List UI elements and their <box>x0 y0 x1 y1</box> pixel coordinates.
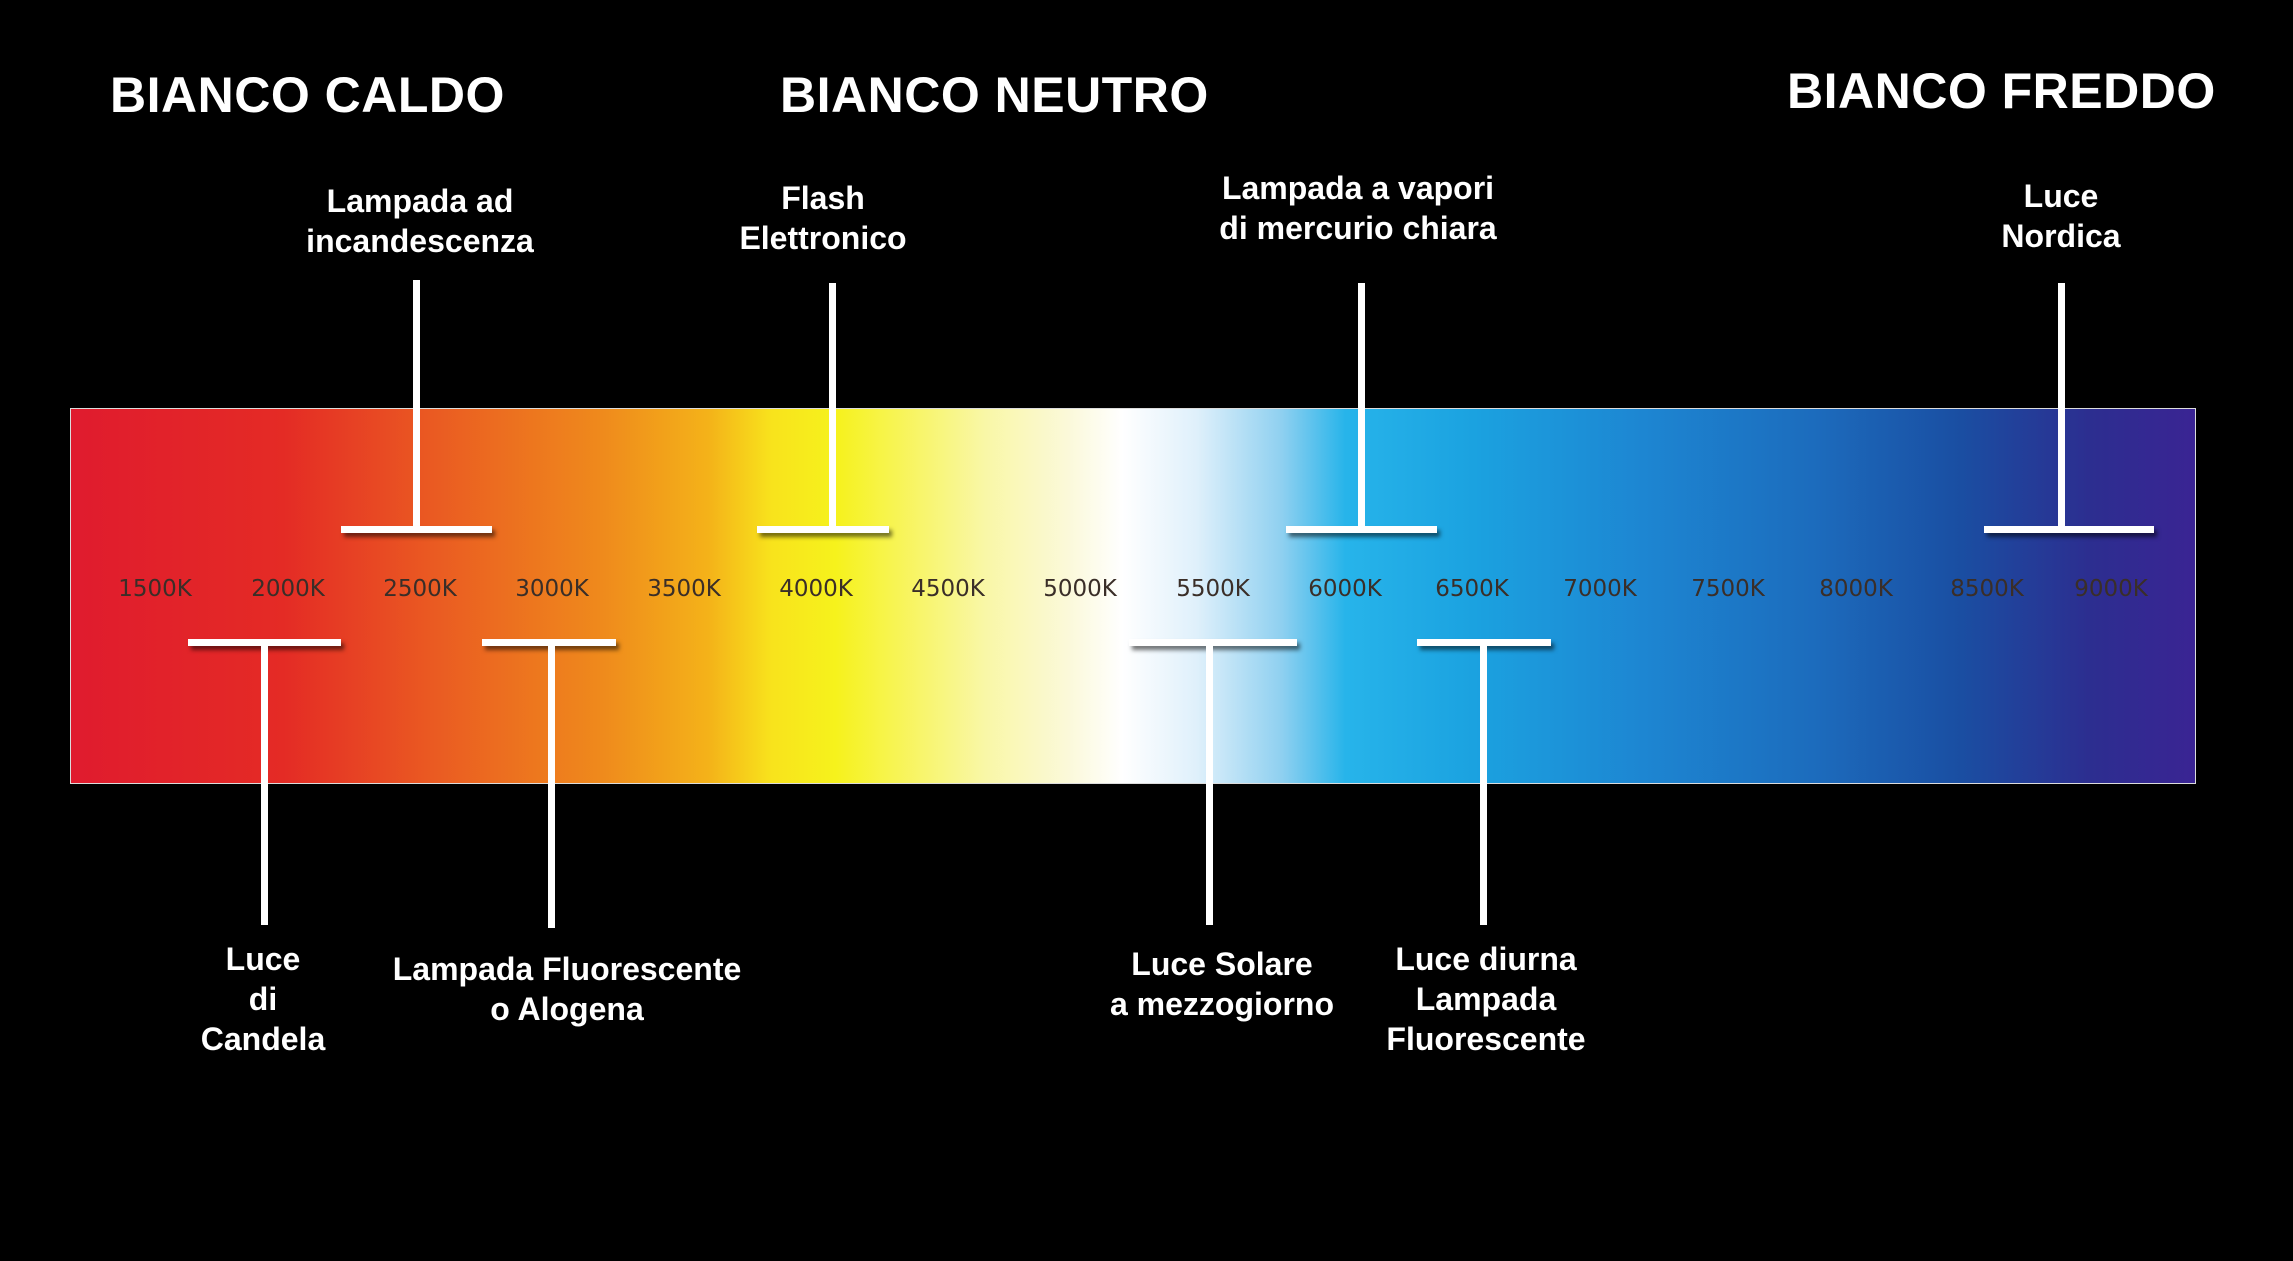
marker-electronic-flash-bar <box>757 526 889 533</box>
tick-label: 7000K <box>1563 576 1637 602</box>
label-mercury-vapor-lamp: Lampada a vapori di mercurio chiara <box>1219 170 1497 246</box>
marker-candle-stem <box>261 639 268 925</box>
marker-mercury-vapor-lamp-bar <box>1286 526 1437 533</box>
marker-incandescent-bar <box>341 526 492 533</box>
tick-label: 8500K <box>1950 576 2024 602</box>
tick-label: 3500K <box>647 576 721 602</box>
label-noon-sunlight: Luce Solare a mezzogiorno <box>1109 946 1335 1022</box>
label-electronic-flash: Flash Elettronico <box>739 180 907 256</box>
category-warm-white: BIANCO CALDO <box>110 67 505 123</box>
tick-label: 4500K <box>911 576 985 602</box>
marker-daylight-fluorescent-stem <box>1480 639 1487 925</box>
tick-label: 3000K <box>515 576 589 602</box>
tick-label: 7500K <box>1691 576 1765 602</box>
marker-mercury-vapor-lamp-stem <box>1358 283 1365 526</box>
tick-label: 1500K <box>118 576 192 602</box>
label-daylight-fluorescent-lamp: Luce diurna Lampada Fluorescente <box>1386 941 1586 1057</box>
color-temperature-spectrum-bar <box>70 408 2196 784</box>
marker-nordic-light-stem <box>2058 283 2065 526</box>
tick-label: 6000K <box>1308 576 1382 602</box>
tick-label: 5500K <box>1176 576 1250 602</box>
category-neutral-white: BIANCO NEUTRO <box>780 67 1209 123</box>
category-cold-white: BIANCO FREDDO <box>1787 63 2216 119</box>
tick-label: 5000K <box>1043 576 1117 602</box>
marker-noon-sunlight-bar <box>1129 639 1297 646</box>
marker-electronic-flash-stem <box>829 283 836 526</box>
marker-nordic-light-bar <box>1984 526 2154 533</box>
tick-label: 2000K <box>251 576 325 602</box>
label-incandescent: Lampada ad incandescenza <box>306 183 534 259</box>
marker-noon-sunlight-stem <box>1206 639 1213 925</box>
marker-fluorescent-halogen-stem <box>548 639 555 928</box>
tick-label: 4000K <box>779 576 853 602</box>
marker-incandescent-stem <box>413 280 420 526</box>
tick-label: 2500K <box>383 576 457 602</box>
tick-label: 8000K <box>1819 576 1893 602</box>
label-candle-light: Luce di Candela <box>200 941 326 1057</box>
tick-label: 6500K <box>1435 576 1509 602</box>
tick-label: 9000K <box>2074 576 2148 602</box>
label-nordic-light: Luce Nordica <box>2001 178 2121 254</box>
label-fluorescent-halogen-lamp: Lampada Fluorescente o Alogena <box>392 951 742 1027</box>
